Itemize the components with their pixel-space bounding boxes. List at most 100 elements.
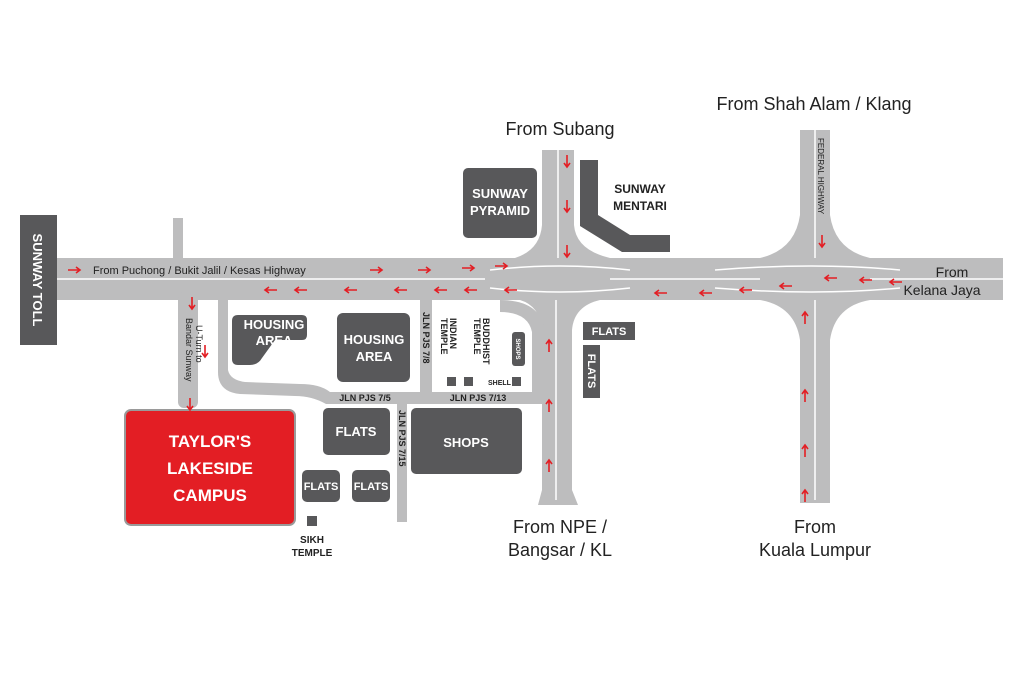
flats-right-horizontal-label: FLATS — [592, 326, 627, 338]
traffic-arrow-icon — [545, 398, 553, 412]
traffic-arrow-icon — [263, 286, 277, 294]
flats-right-vertical — [583, 345, 600, 398]
subang-junction-flares — [515, 225, 610, 330]
traffic-arrow-icon — [201, 345, 209, 359]
traffic-arrow-icon — [563, 155, 571, 169]
federal-junction-flares — [760, 215, 870, 340]
sunway-mentari — [580, 160, 670, 252]
jln-pjs-7-15-road — [397, 404, 407, 522]
npe-road — [538, 298, 578, 505]
lane-markings — [57, 130, 1003, 500]
sikh-temple-marker — [307, 516, 317, 526]
traffic-arrow-icon — [462, 264, 476, 272]
traffic-arrow-icon — [370, 266, 384, 274]
traffic-arrow-icon — [545, 338, 553, 352]
from-shah-alam-label: From Shah Alam / Klang — [716, 94, 911, 114]
traffic-arrow-icon — [418, 266, 432, 274]
traffic-arrow-icon — [495, 262, 509, 270]
shops-center-label: SHOPS — [443, 435, 489, 450]
indian-temple-label: INDIAN — [448, 318, 458, 349]
jln-pjs-7-8-road — [420, 300, 432, 394]
sunway-toll-label: SUNWAY TOLL — [30, 234, 45, 327]
uturn-label: U-Turn to — [194, 325, 204, 363]
sunway-mentari-label: SUNWAY — [614, 182, 666, 196]
housing-area-1 — [232, 315, 307, 365]
campus-label: TAYLOR'S — [169, 432, 251, 451]
traffic-arrow-icon — [818, 235, 826, 249]
traffic-arrow-icon — [503, 286, 517, 294]
sunway-mentari-label: MENTARI — [613, 199, 667, 213]
road-stub — [173, 218, 183, 260]
traffic-arrow-icon — [801, 443, 809, 457]
flats-center-label: FLATS — [336, 424, 377, 439]
from-npe-label: Bangsar / KL — [508, 540, 612, 560]
from-kelana-label: From — [936, 264, 969, 280]
traffic-arrow-icon — [698, 289, 712, 297]
traffic-arrow-icon — [653, 289, 667, 297]
indian-temple-label: TEMPLE — [439, 318, 449, 355]
shell-label: SHELL — [488, 380, 512, 387]
traffic-arrow-icon — [801, 488, 809, 502]
jln-pjs-7-5-label: JLN PJS 7/5 — [339, 393, 391, 403]
traffic-arrow-icon — [188, 297, 196, 311]
jln-pjs-7-13-label: JLN PJS 7/13 — [450, 393, 507, 403]
housing-area-2-label: HOUSING — [344, 332, 405, 347]
jln-pjs-7-8-label: JLN PJS 7/8 — [421, 312, 431, 364]
taylors-lakeside-campus — [124, 409, 296, 526]
housing-area-2-label: AREA — [356, 349, 393, 364]
federal-highway-label: FEDERAL HIGHWAY — [816, 138, 825, 215]
flats-small-2-label: FLATS — [354, 481, 389, 493]
indian-temple-marker — [447, 377, 456, 386]
traffic-arrow-icon — [433, 286, 447, 294]
flats-right-horizontal — [583, 322, 635, 340]
traffic-arrow-icon — [68, 266, 82, 274]
uturn-label: Bandar Sunway — [184, 318, 194, 382]
traffic-arrow-icon — [186, 398, 194, 412]
shops-small-label: SHOPS — [514, 338, 520, 359]
traffic-arrow-icon — [823, 274, 837, 282]
flats-small-2 — [352, 470, 390, 502]
sunway-pyramid-label: PYRAMID — [470, 203, 530, 218]
shell-marker — [512, 377, 521, 386]
sikh-temple-label: SIKH — [300, 535, 324, 546]
buddhist-temple-label: BUDDHIST — [481, 318, 491, 365]
traffic-arrows — [68, 155, 902, 502]
housing-area-1-label: HOUSING — [244, 317, 305, 332]
traffic-arrow-icon — [888, 278, 902, 286]
traffic-arrow-icon — [343, 286, 357, 294]
sikh-temple-label: TEMPLE — [292, 548, 333, 559]
sunway-pyramid-label: SUNWAY — [472, 186, 528, 201]
from-kelana-label: Kelana Jaya — [903, 282, 980, 298]
traffic-arrow-icon — [545, 458, 553, 472]
shops-center — [411, 408, 522, 474]
flats-small-1 — [302, 470, 340, 502]
from-subang-label: From Subang — [505, 119, 614, 139]
campus-label: CAMPUS — [173, 486, 247, 505]
jln-pjs-7-15-label: JLN PJS 7/15 — [397, 410, 407, 467]
flats-center — [323, 408, 390, 455]
shops-small — [512, 332, 525, 366]
flats-small-1-label: FLATS — [304, 481, 339, 493]
from-kl-label: From — [794, 517, 836, 537]
from-npe-label: From NPE / — [513, 517, 607, 537]
traffic-arrow-icon — [463, 286, 477, 294]
traffic-arrow-icon — [293, 286, 307, 294]
sunway-pyramid — [463, 168, 537, 238]
from-puchong-label: From Puchong / Bukit Jalil / Kesas Highw… — [93, 265, 306, 277]
traffic-arrow-icon — [778, 282, 792, 290]
traffic-arrow-icon — [563, 200, 571, 214]
traffic-arrow-icon — [858, 276, 872, 284]
traffic-arrow-icon — [801, 310, 809, 324]
traffic-arrow-icon — [801, 388, 809, 402]
traffic-arrow-icon — [738, 286, 752, 294]
uturn-road — [178, 292, 198, 408]
traffic-arrow-icon — [393, 286, 407, 294]
jln-pjs-7-5-road — [218, 300, 545, 404]
housing-area-2 — [337, 313, 410, 382]
housing-area-1-label: AREA — [256, 333, 293, 348]
flats-right-vertical-label: FLATS — [585, 354, 597, 389]
traffic-arrow-icon — [563, 245, 571, 259]
service-road — [500, 300, 545, 392]
from-kl-label: Kuala Lumpur — [759, 540, 871, 560]
